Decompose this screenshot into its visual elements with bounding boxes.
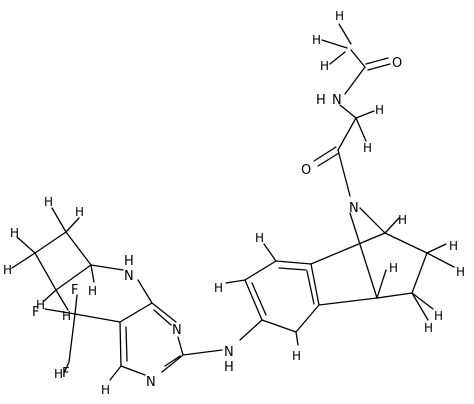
atom-h: H	[363, 141, 372, 155]
atom-h: H	[255, 231, 264, 245]
atom-h: H	[424, 321, 433, 335]
atom-h: H	[389, 261, 398, 275]
atom-oxygen: O	[392, 56, 402, 71]
atom-h: H	[456, 265, 465, 279]
atom-h: H	[54, 367, 63, 381]
atom-oxygen: O	[301, 163, 311, 178]
atom-h: H	[312, 33, 321, 47]
atom-labels: H H H O H N H H O N H H H H H H H H H N …	[3, 9, 465, 397]
atom-h: H	[101, 383, 110, 397]
atom-h: H	[320, 59, 329, 73]
atom-nitrogen: N	[224, 345, 234, 360]
atom-h: H	[292, 349, 301, 363]
atom-nitrogen: N	[146, 375, 156, 390]
atom-h: H	[316, 93, 326, 108]
atom-h: H	[88, 284, 97, 298]
atom-nitrogen: N	[172, 323, 182, 338]
atom-nitrogen: N	[124, 269, 134, 284]
atom-h: H	[10, 226, 19, 240]
atom-h: H	[375, 103, 384, 117]
atom-fluorine: F	[71, 283, 78, 298]
atom-h: H	[214, 281, 223, 295]
atom-h: H	[44, 195, 53, 209]
atom-h: H	[398, 213, 407, 227]
atom-h: H	[75, 205, 84, 219]
atom-h: H	[62, 309, 71, 323]
atom-h: H	[36, 298, 45, 312]
atom-h: H	[124, 254, 134, 269]
atom-nitrogen: N	[332, 93, 342, 108]
atom-h: H	[335, 9, 344, 23]
atom-h: H	[434, 309, 443, 323]
atom-fluorine: F	[32, 305, 39, 320]
atom-h: H	[449, 239, 458, 253]
atom-fluorine: F	[62, 366, 69, 381]
bond-lines	[11, 23, 455, 381]
atom-h: H	[224, 360, 234, 375]
atom-h: H	[3, 263, 12, 277]
atom-nitrogen: N	[349, 201, 359, 216]
